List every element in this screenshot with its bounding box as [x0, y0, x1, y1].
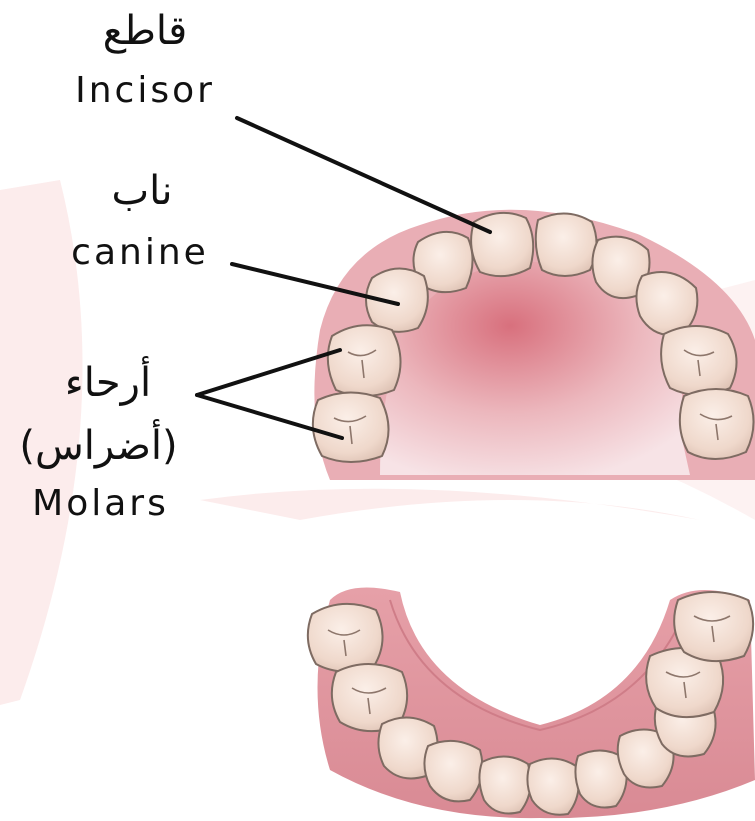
lower-molar-left-1	[308, 604, 383, 672]
incisor-arabic-label: قاطع	[90, 8, 200, 54]
lower-incisor-1	[479, 756, 530, 813]
upper-molar-left-1	[328, 325, 401, 396]
canine-arabic-label: ناب	[92, 168, 192, 214]
upper-incisor-left	[471, 213, 533, 276]
lower-molar-right-2	[674, 592, 753, 661]
lower-dental-arch	[308, 588, 755, 819]
incisor-english-label: Incisor	[60, 70, 230, 112]
canine-english-label: canine	[55, 232, 225, 274]
incisor-leader-line	[237, 118, 490, 232]
molars-arabic-label: أرحاء	[48, 360, 168, 406]
molars-english-label: Molars	[18, 483, 183, 525]
upper-incisor-right	[536, 213, 597, 276]
upper-dental-arch	[313, 210, 755, 480]
molars-arabic-alt-label: (أضراس)	[6, 423, 191, 469]
